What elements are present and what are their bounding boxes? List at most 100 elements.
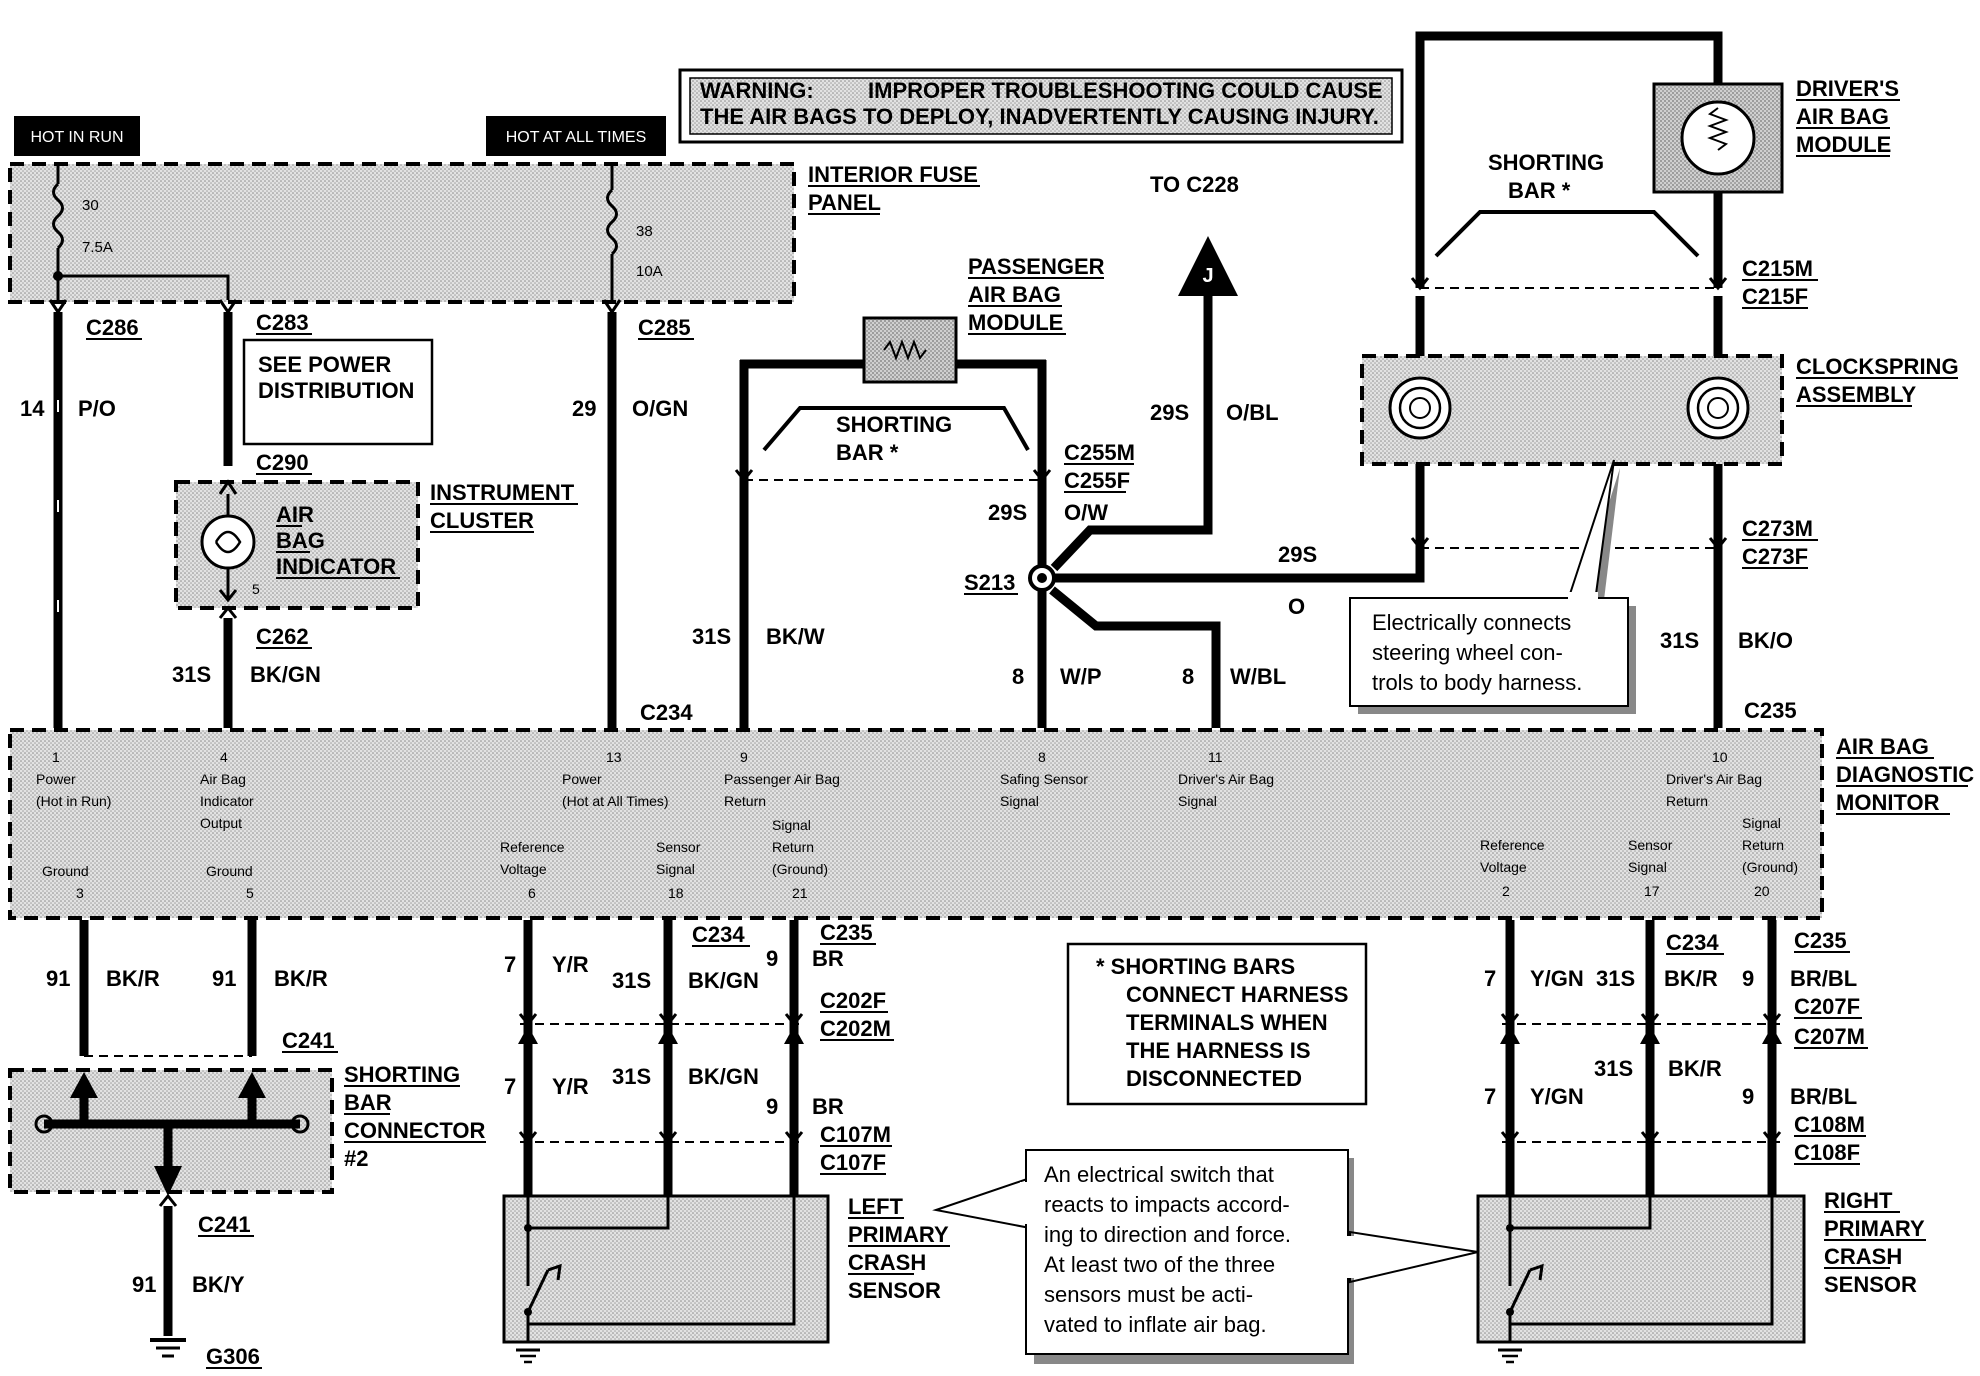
pin-4-label-3: Output — [200, 815, 242, 831]
pin-10-label-2: Return — [1666, 793, 1708, 809]
arrow-down-icon — [154, 1166, 182, 1196]
connector-c285: C285 — [638, 315, 691, 340]
connector-c273m: C273M — [1742, 516, 1813, 541]
ground-g306: G306 — [206, 1344, 260, 1369]
connector-c283: C283 — [256, 310, 309, 335]
pin-11-label-2: Signal — [1178, 793, 1217, 809]
instrument-cluster-label-2: CLUSTER — [430, 508, 534, 533]
air-bag-diagnostic-monitor: 1 Power (Hot in Run) 4 Air Bag Indicator… — [8, 728, 1824, 920]
splice-s213-label: S213 — [964, 570, 1015, 595]
wire-color: BR — [812, 1094, 844, 1119]
shorting-bar — [1434, 210, 1700, 258]
connector-c255m: C255M — [1064, 440, 1135, 465]
pin-4: 4 — [220, 749, 228, 765]
left-sensor-label-3: CRASH — [848, 1250, 926, 1275]
right-primary-crash-sensor — [1476, 1194, 1806, 1364]
connector-c286: C286 — [86, 315, 139, 340]
ground-wires: 91 BK/R 91 BK/R C241 — [46, 920, 338, 1057]
instrument-cluster-label: INSTRUMENT — [430, 480, 575, 505]
pin-8-label-2: Signal — [1000, 793, 1039, 809]
connector-c202f: C202F — [820, 988, 886, 1013]
air-bag-indicator-lamp-icon — [200, 514, 256, 570]
wire-number: 31S — [612, 1064, 651, 1089]
pin-3: 3 — [76, 885, 84, 901]
pin-17: 17 — [1644, 883, 1660, 899]
hot-in-run-label: HOT IN RUN — [30, 129, 123, 146]
hot-at-all-times-tag: HOT AT ALL TIMES — [486, 116, 666, 156]
pin-17-label-2: Signal — [1628, 859, 1667, 875]
wire-color: BK/W — [766, 624, 825, 649]
wire-color: BR/BL — [1790, 966, 1857, 991]
wire-number: 31S — [172, 662, 211, 687]
sensor-note-line2: reacts to impacts accord- — [1044, 1192, 1290, 1217]
connector-c255f: C255F — [1064, 468, 1130, 493]
pin-2-label: Reference — [1480, 837, 1545, 853]
connector-j: J — [1202, 265, 1213, 287]
pin-21: 21 — [792, 885, 808, 901]
pin-11: 11 — [1208, 749, 1223, 765]
right-sensor-label-4: SENSOR — [1824, 1272, 1917, 1297]
wire-14-p-o: C286 14 P/O — [20, 299, 142, 728]
pin-6-label-2: Voltage — [500, 861, 547, 877]
connector-c234-top: C234 — [640, 700, 693, 725]
driver-module-label-3: MODULE — [1796, 132, 1891, 157]
right-sensor-wiring — [1500, 920, 1782, 1196]
shorting-note-line3: TERMINALS WHEN — [1126, 1010, 1328, 1035]
drivers-air-bag-module: SHORTING BAR * — [1410, 31, 1784, 291]
warning-line1: IMPROPER TROUBLESHOOTING COULD CAUSE — [868, 78, 1383, 103]
clockspring-note-line3: trols to body harness. — [1372, 670, 1582, 695]
wire-number: 31S — [1594, 1056, 1633, 1081]
wire-number: 29 — [572, 396, 596, 421]
cluster-pin: 5 — [252, 581, 260, 597]
ground-icon — [150, 1338, 186, 1358]
connector-c262: C262 — [256, 624, 309, 649]
wire-color: BR/BL — [1790, 1084, 1857, 1109]
instrument-cluster: 5 AIR BAG INDICATOR — [174, 479, 420, 610]
left-sensor-label: LEFT — [848, 1194, 904, 1219]
pin-21-label-2: Return — [772, 839, 814, 855]
right-sensor-label-2: PRIMARY — [1824, 1216, 1925, 1241]
wire-number: 31S — [612, 968, 651, 993]
wire-number: 7 — [504, 952, 516, 977]
pin-4-label-2: Indicator — [200, 793, 254, 809]
wire-color: P/O — [78, 396, 116, 421]
pin-10: 10 — [1712, 749, 1728, 765]
clockspring-note-line2: steering wheel con- — [1372, 640, 1563, 665]
shorting-bars-note: * SHORTING BARS CONNECT HARNESS TERMINAL… — [1066, 942, 1368, 1106]
monitor-label: AIR BAG — [1836, 734, 1929, 759]
wire-color: Y/GN — [1530, 1084, 1584, 1109]
fuse2-number: 38 — [636, 223, 653, 240]
warning-line2: THE AIR BAGS TO DEPLOY, INADVERTENTLY CA… — [700, 104, 1379, 129]
power-distribution-line1: SEE POWER — [258, 352, 391, 377]
resistor-icon — [883, 339, 927, 361]
connector-c107f: C107F — [820, 1150, 886, 1175]
wire-number: 9 — [1742, 966, 1754, 991]
shorting-bar — [762, 406, 1030, 452]
pin-20-label: Signal — [1742, 815, 1781, 831]
warning-box: WARNING: IMPROPER TROUBLESHOOTING COULD … — [678, 68, 1404, 144]
left-sensor-label-4: SENSOR — [848, 1278, 941, 1303]
connector-c273f: C273F — [1742, 544, 1808, 569]
wire-number: 29S — [988, 500, 1027, 525]
wire-number: 31S — [1596, 966, 1635, 991]
fuse1-amperage: 7.5A — [82, 239, 113, 256]
wire-number: 9 — [1742, 1084, 1754, 1109]
wire-number: 8 — [1182, 664, 1194, 689]
shorting-note-line2: CONNECT HARNESS — [1126, 982, 1348, 1007]
pin-9: 9 — [740, 749, 748, 765]
wire-29-o-gn: C285 29 O/GN C234 — [572, 299, 694, 728]
connector-c207f: C207F — [1794, 994, 1860, 1019]
ground-icon — [516, 1348, 540, 1364]
wire-color: Y/R — [552, 1074, 589, 1099]
connector-c235-left: C235 — [820, 920, 873, 945]
indicator-label-3: INDICATOR — [276, 554, 396, 579]
right-sensor-label: RIGHT — [1824, 1188, 1893, 1213]
wire-color: BK/R — [274, 966, 328, 991]
fuse1-number: 30 — [82, 197, 99, 214]
pin-18: 18 — [668, 885, 684, 901]
wire-color: O/BL — [1226, 400, 1279, 425]
to-c228-label: TO C228 — [1150, 172, 1239, 197]
connector-c235-right: C235 — [1794, 928, 1847, 953]
crash-sensor-callout: An electrical switch that reacts to impa… — [932, 1149, 1479, 1364]
pin-11-label: Driver's Air Bag — [1178, 771, 1274, 787]
